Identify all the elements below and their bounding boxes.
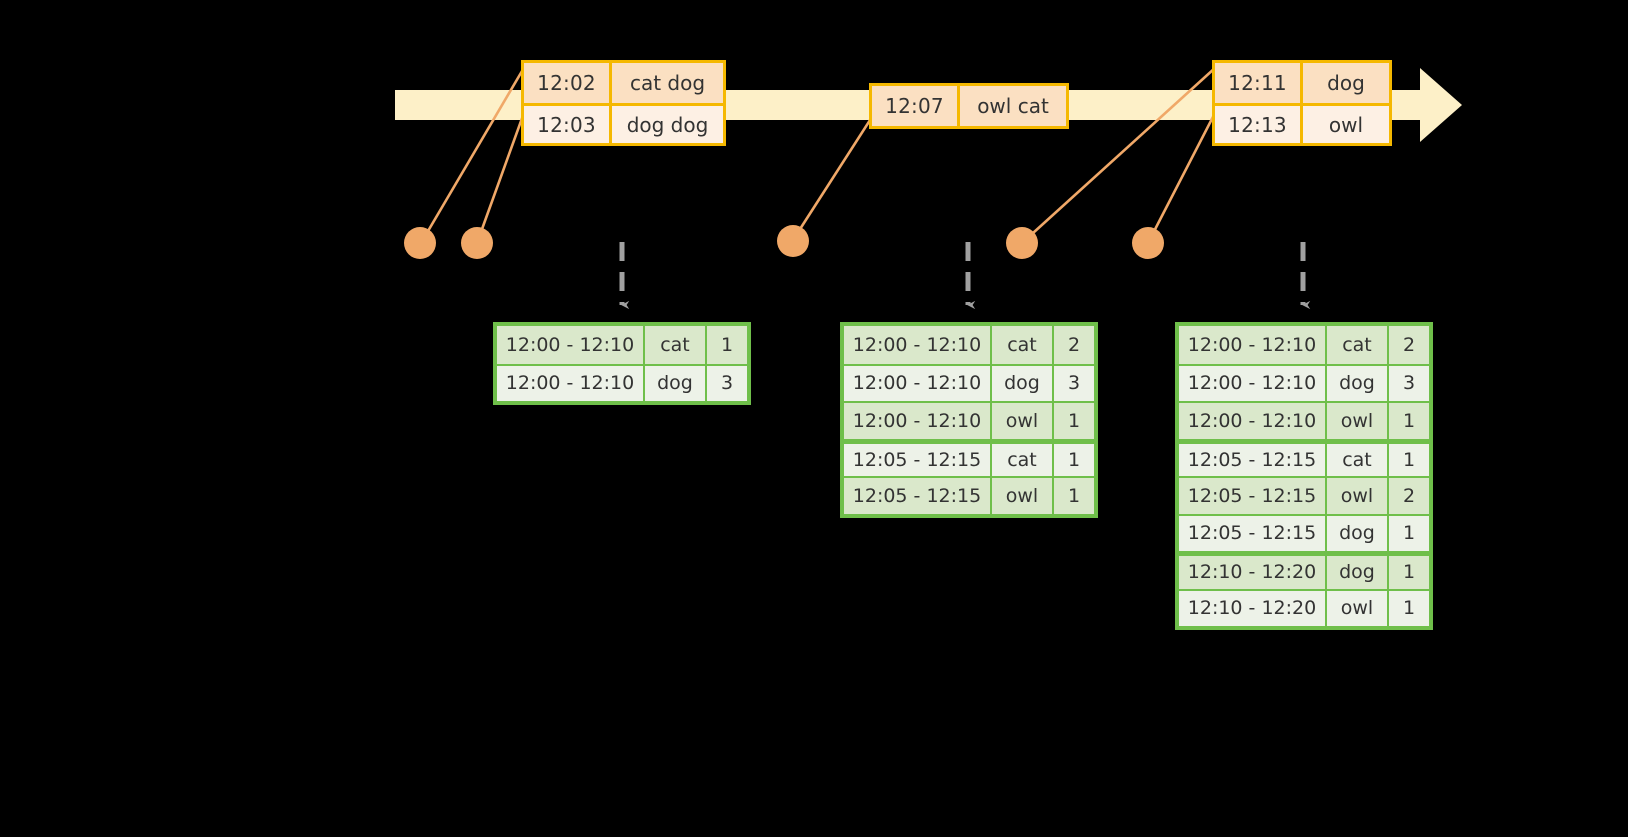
connector-1	[419, 65, 527, 244]
connector-5	[1146, 112, 1217, 244]
event-row[interactable]: 12:13 owl	[1215, 103, 1389, 143]
event-row[interactable]: 12:03 dog dog	[524, 103, 723, 143]
connector-3	[791, 116, 874, 241]
event-words: owl cat	[977, 94, 1049, 118]
event-time: 12:03	[524, 106, 612, 143]
cell-count: 1	[1067, 448, 1081, 471]
cell-window: 12:05 - 12:15	[844, 478, 992, 514]
cell-count: 1	[1402, 561, 1416, 584]
dot-2	[461, 227, 493, 259]
cell-window: 12:00 - 12:10	[844, 403, 992, 439]
cell-word: owl	[992, 403, 1054, 439]
cell-word: cat	[992, 326, 1054, 364]
cell-word: cat	[1327, 443, 1389, 476]
cell-window: 12:00 - 12:10	[1179, 326, 1327, 364]
cell-count: 1	[1402, 597, 1416, 620]
cell-window: 12:05 - 12:15	[1179, 443, 1327, 476]
event-dots	[404, 225, 1164, 259]
event-row[interactable]: 12:02 cat dog	[524, 63, 723, 103]
event-words: cat dog	[629, 71, 706, 95]
cell-word: owl	[1327, 403, 1389, 439]
cell-word: cat	[992, 443, 1054, 476]
cell-window: 12:00 - 12:10	[497, 365, 645, 401]
event-words: owl	[1328, 112, 1364, 137]
connector-2	[475, 109, 527, 244]
cell-window: 12:00 - 12:10	[844, 365, 992, 401]
cell-count: 3	[720, 372, 734, 395]
dot-3	[777, 225, 809, 257]
cell-count: 1	[1067, 409, 1081, 432]
cell-window: 12:00 - 12:10	[1179, 403, 1327, 439]
cell-count: 3	[1402, 372, 1416, 395]
event-time: 12:13	[1215, 106, 1303, 143]
cell-window: 12:00 - 12:10	[1179, 365, 1327, 401]
dot-1	[404, 227, 436, 259]
event-group-2[interactable]: 12:07 owl cat	[869, 83, 1069, 129]
event-row[interactable]: 12:07 owl cat	[872, 86, 1066, 126]
dot-5	[1132, 227, 1164, 259]
cell-window: 12:00 - 12:10	[844, 326, 992, 364]
cell-word: cat	[1327, 326, 1389, 364]
cell-word: dog	[992, 365, 1054, 401]
event-words: dog dog	[626, 112, 709, 137]
cell-window: 12:05 - 12:15	[1179, 478, 1327, 514]
event-time: 12:07	[872, 86, 960, 126]
cell-count: 2	[1402, 333, 1416, 356]
event-group-3[interactable]: 12:11 dog 12:13 owl	[1212, 60, 1392, 146]
cell-window: 12:05 - 12:15	[844, 443, 992, 476]
cell-count: 1	[1402, 522, 1416, 545]
emit-arrows	[619, 242, 1311, 310]
event-time: 12:11	[1215, 63, 1303, 103]
cell-count: 2	[1402, 484, 1416, 507]
cell-window: 12:10 - 12:20	[1179, 590, 1327, 626]
cell-word: dog	[1327, 365, 1389, 401]
cell-word: dog	[1327, 556, 1389, 589]
cell-word: dog	[645, 365, 707, 401]
cell-window: 12:10 - 12:20	[1179, 556, 1327, 589]
event-words: dog	[1327, 71, 1365, 95]
cell-word: dog	[1327, 515, 1389, 551]
event-row[interactable]: 12:11 dog	[1215, 63, 1389, 103]
cell-word: owl	[1327, 478, 1389, 514]
event-group-1[interactable]: 12:02 cat dog 12:03 dog dog	[521, 60, 726, 146]
cell-window: 12:00 - 12:10	[497, 326, 645, 364]
cell-count: 1	[720, 333, 734, 356]
cell-count: 2	[1067, 333, 1081, 356]
cell-count: 3	[1067, 372, 1081, 395]
cell-word: owl	[992, 478, 1054, 514]
event-time: 12:02	[524, 63, 612, 103]
cell-count: 1	[1402, 409, 1416, 432]
cell-word: cat	[645, 326, 707, 364]
dot-4	[1006, 227, 1038, 259]
cell-count: 1	[1067, 484, 1081, 507]
cell-window: 12:05 - 12:15	[1179, 515, 1327, 551]
cell-word: owl	[1327, 590, 1389, 626]
cell-count: 1	[1402, 448, 1416, 471]
